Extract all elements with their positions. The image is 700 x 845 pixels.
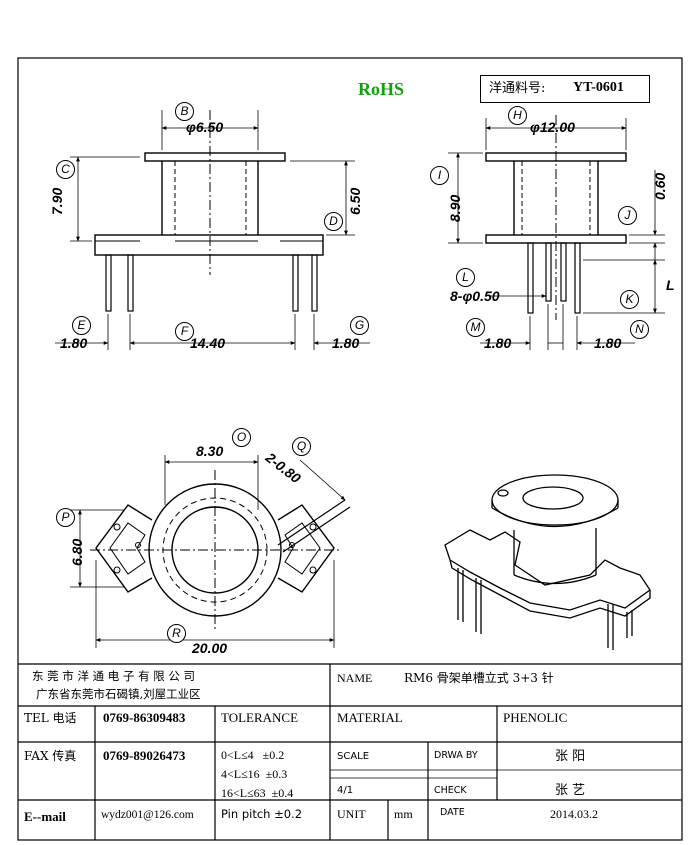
dim-j: 0.60	[652, 172, 668, 200]
dim-o: 8.30	[196, 443, 224, 459]
isometric-view	[444, 474, 651, 650]
side-view	[448, 115, 665, 350]
tel-value: 0769-86309483	[103, 710, 186, 725]
callout-b: B	[175, 102, 194, 121]
tolerance-row-4: Pin pitch ±0.2	[221, 807, 303, 821]
callout-j: J	[618, 206, 637, 225]
tolerance-row-3: 16<L≤63 ±0.4	[221, 786, 294, 800]
callout-h: H	[508, 106, 527, 125]
material-label: MATERIAL	[337, 710, 403, 725]
dim-l: 8-φ0.50	[450, 288, 500, 304]
dim-k-length: L	[666, 277, 675, 293]
sheet-border	[17, 57, 683, 841]
name-value: RM6 骨架单槽立式 3+3 针	[404, 671, 554, 685]
unit-value: mm	[394, 807, 413, 821]
check-label: CHECK	[434, 785, 467, 796]
dim-e: 1.80	[60, 335, 88, 351]
dim-h: φ12.00	[530, 119, 575, 135]
callout-c: C	[56, 160, 75, 179]
dim-b: φ6.50	[186, 119, 224, 135]
callout-i: I	[430, 166, 449, 185]
callout-p: P	[56, 508, 75, 527]
unit-label: UNIT	[337, 807, 366, 821]
callout-m: M	[466, 318, 485, 337]
check-value: 张 艺	[555, 783, 586, 798]
part-number-box: 洋通料号: YT-0601	[480, 75, 650, 103]
company-address: 广东省东莞市石碣镇,刘屋工业区	[36, 687, 201, 701]
callout-q: Q	[292, 437, 311, 456]
tel-label: TEL 电话	[24, 711, 77, 725]
date-value: 2014.03.2	[550, 807, 598, 821]
dim-p: 6.80	[69, 538, 85, 566]
email-value: wydz001@126.com	[101, 809, 194, 821]
dim-f: 14.40	[190, 335, 226, 351]
dim-c: 7.90	[49, 187, 65, 215]
callout-n: N	[630, 320, 649, 339]
callout-f: F	[175, 322, 194, 341]
dim-r: 20.00	[192, 640, 228, 656]
callout-e: E	[72, 316, 91, 335]
fax-label: FAX 传真	[24, 749, 77, 763]
drawby-value: 张 阳	[555, 749, 586, 764]
dim-g: 1.80	[332, 335, 360, 351]
dim-d: 6.50	[347, 187, 363, 215]
callout-d: D	[324, 212, 343, 231]
callout-r: R	[167, 624, 186, 643]
date-label: DATE	[440, 807, 465, 818]
dim-i: 8.90	[447, 194, 463, 222]
tolerance-row-1: 0<L≤4 ±0.2	[221, 748, 285, 762]
name-label: NAME	[337, 671, 373, 685]
fax-value: 0769-89026473	[103, 748, 186, 763]
tolerance-row-2: 4<L≤16 ±0.3	[221, 767, 288, 781]
rohs-mark: RoHS	[358, 79, 405, 99]
top-view	[70, 455, 351, 648]
tolerance-label: TOLERANCE	[221, 710, 299, 725]
scale-label: SCALE	[337, 751, 370, 762]
callout-l: L	[456, 268, 475, 287]
scale-value: 4/1	[337, 785, 354, 796]
callout-g: G	[350, 316, 369, 335]
email-label: E--mail	[24, 809, 66, 824]
dim-n: 1.80	[594, 335, 622, 351]
dim-m: 1.80	[484, 335, 512, 351]
material-value: PHENOLIC	[503, 710, 568, 725]
front-view	[55, 110, 370, 350]
title-block	[18, 663, 682, 840]
callout-k: K	[620, 290, 639, 309]
part-number-value: YT-0601	[573, 80, 624, 95]
callout-o: O	[232, 428, 251, 447]
part-number-label: 洋通料号:	[489, 81, 546, 96]
drawby-label: DRWA BY	[434, 750, 478, 761]
company-name: 东 莞 市 洋 通 电 子 有 限 公 司	[32, 669, 196, 683]
